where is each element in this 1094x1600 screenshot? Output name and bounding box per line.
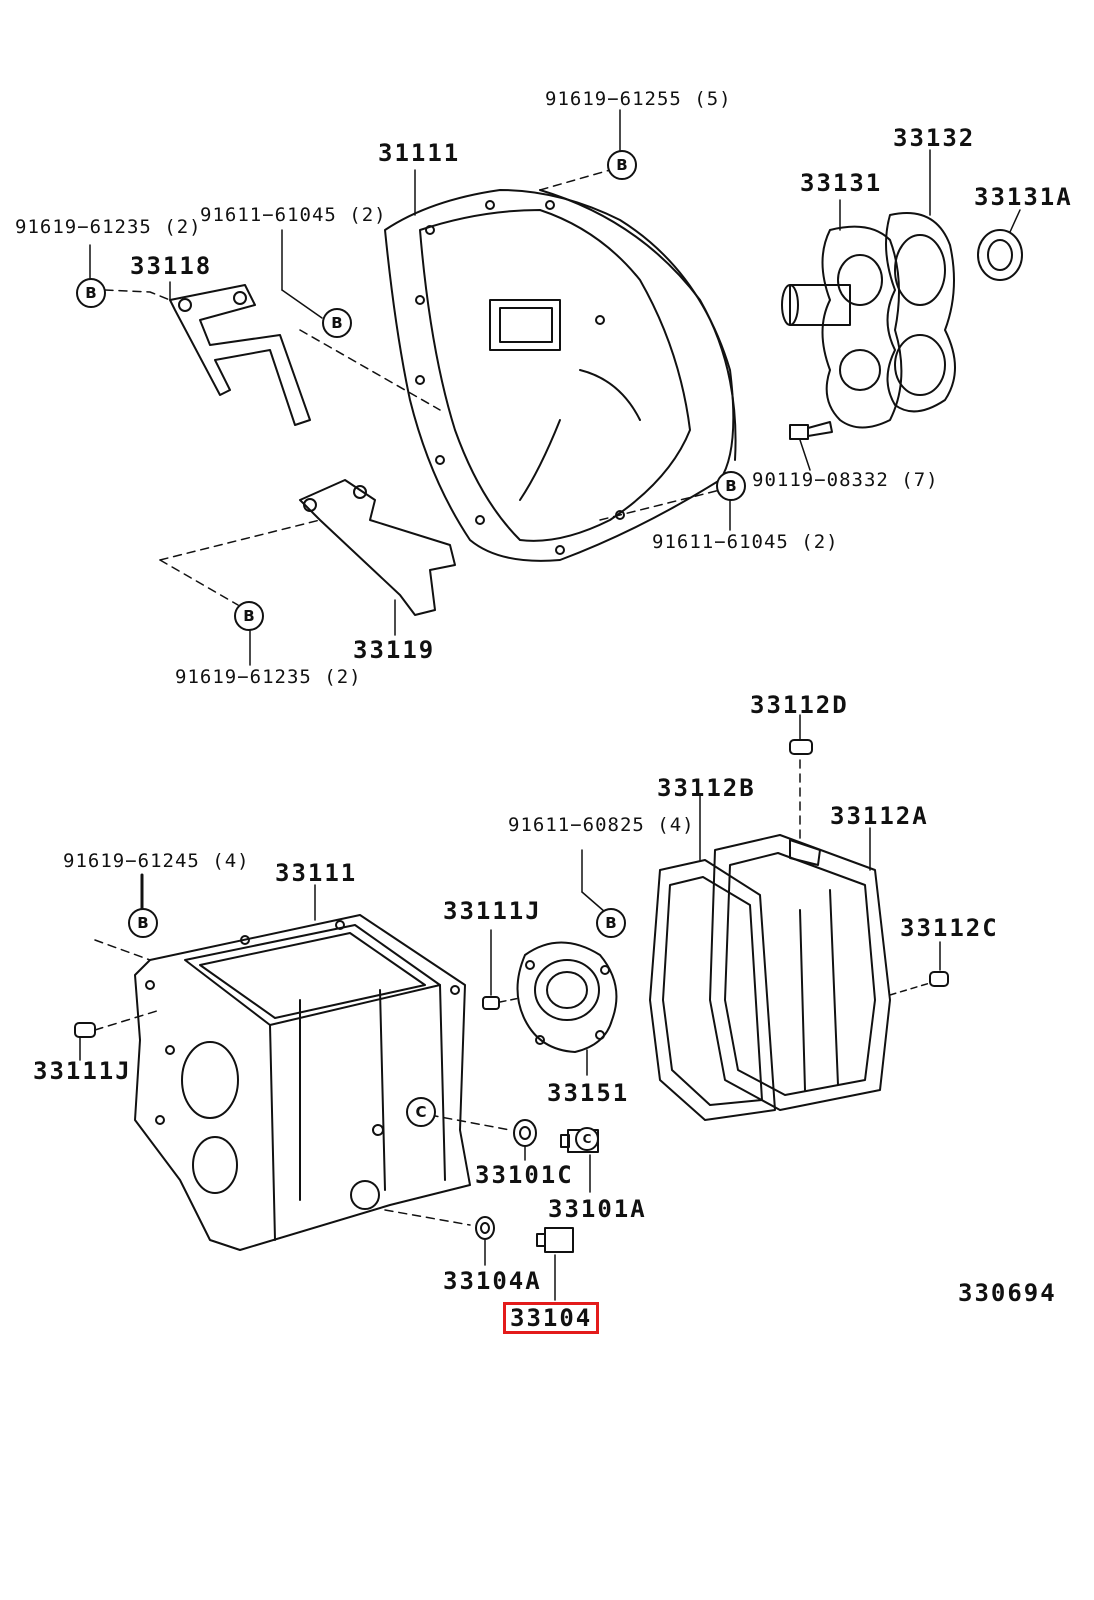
label-91619-61255[interactable]: 91619−61255 (5): [545, 88, 732, 110]
label-33112c[interactable]: 33112C: [900, 914, 999, 942]
callout-c-1: C: [406, 1097, 436, 1127]
label-91611-60825[interactable]: 91611−60825 (4): [508, 814, 695, 836]
label-33111j-left[interactable]: 33111J: [33, 1057, 132, 1085]
callout-b-4: B: [716, 471, 746, 501]
bolt-90119-part: [789, 421, 833, 440]
clutch-housing-part: [384, 189, 737, 562]
label-33111j-right[interactable]: 33111J: [443, 897, 542, 925]
label-91619-61235-bottom[interactable]: 91619−61235 (2): [175, 666, 362, 688]
oil-seal-part: [977, 229, 1023, 281]
gasket-33132-part: [885, 212, 956, 413]
label-31111-top[interactable]: 31111: [378, 139, 461, 167]
label-33101a[interactable]: 33101A: [548, 1195, 647, 1223]
callout-c-2: C: [575, 1127, 599, 1151]
callout-b-2: B: [76, 278, 106, 308]
bracket-33119-part: [299, 479, 456, 616]
label-33112a[interactable]: 33112A: [830, 802, 929, 830]
label-33119[interactable]: 33119: [353, 636, 436, 664]
plug-33104-part: [536, 1227, 574, 1253]
bracket-33118-part: [169, 284, 311, 426]
label-33112b[interactable]: 33112B: [657, 774, 756, 802]
label-33101c[interactable]: 33101C: [475, 1161, 574, 1189]
label-91619-61235-top[interactable]: 91619−61235 (2): [15, 216, 202, 238]
extension-housing-part: [709, 834, 891, 1111]
label-33131[interactable]: 33131: [800, 169, 883, 197]
label-33112d[interactable]: 33112D: [750, 691, 849, 719]
callout-b-1: B: [607, 150, 637, 180]
transmission-case-part: [134, 914, 471, 1251]
label-90119-08332[interactable]: 90119−08332 (7): [752, 469, 939, 491]
callout-b-3: B: [322, 308, 352, 338]
callout-b-7: B: [596, 908, 626, 938]
label-91611-61045-top[interactable]: 91611−61045 (2): [200, 204, 387, 226]
bearing-retainer-part: [781, 225, 903, 429]
label-33111-bottom[interactable]: 33111: [275, 859, 358, 887]
rear-cover-33151-part: [516, 941, 618, 1053]
label-33131a[interactable]: 33131A: [974, 183, 1073, 211]
label-33132[interactable]: 33132: [893, 124, 976, 152]
label-33104a[interactable]: 33104A: [443, 1267, 542, 1295]
label-33118[interactable]: 33118: [130, 252, 213, 280]
label-91619-61245[interactable]: 91619−61245 (4): [63, 850, 250, 872]
label-91611-61045-bottom[interactable]: 91611−61045 (2): [652, 531, 839, 553]
label-33151[interactable]: 33151: [547, 1079, 630, 1107]
label-33104-highlighted[interactable]: 33104: [503, 1302, 600, 1334]
callout-b-5: B: [234, 601, 264, 631]
callout-b-6: B: [128, 908, 158, 938]
diagram-reference-code: 330694: [958, 1279, 1057, 1307]
